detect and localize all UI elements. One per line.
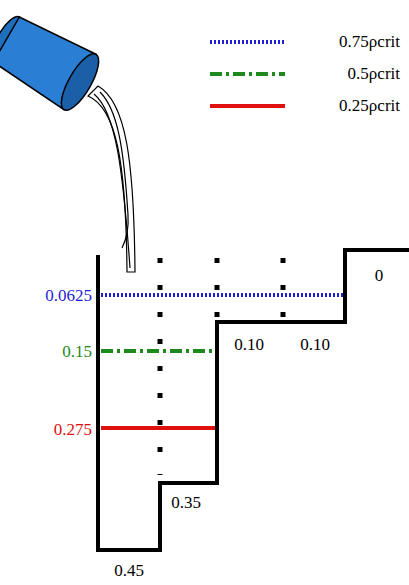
- legend-text: 0.5ρcrit: [348, 65, 400, 84]
- value-label: 0.35: [171, 494, 201, 513]
- legend-samples: [210, 42, 285, 106]
- value-label: 0.0625: [45, 287, 92, 306]
- dotted-guides: [160, 258, 283, 475]
- level-line-red: [101, 426, 215, 430]
- value-label: 0.10: [234, 336, 264, 355]
- value-label: 0.275: [54, 421, 92, 440]
- value-label: 0.10: [300, 336, 330, 355]
- level-line-green: [101, 349, 215, 353]
- level-line-blue: [101, 293, 343, 297]
- legend-text: 0.25ρcrit: [339, 97, 400, 116]
- legend-text: 0.75ρcrit: [339, 33, 400, 52]
- staircase-container: [98, 250, 409, 550]
- value-label: 0: [375, 267, 384, 286]
- bucket: [0, 7, 106, 115]
- water-stream: [88, 86, 135, 272]
- value-label: 0.15: [62, 343, 92, 362]
- value-label: 0.45: [114, 562, 144, 581]
